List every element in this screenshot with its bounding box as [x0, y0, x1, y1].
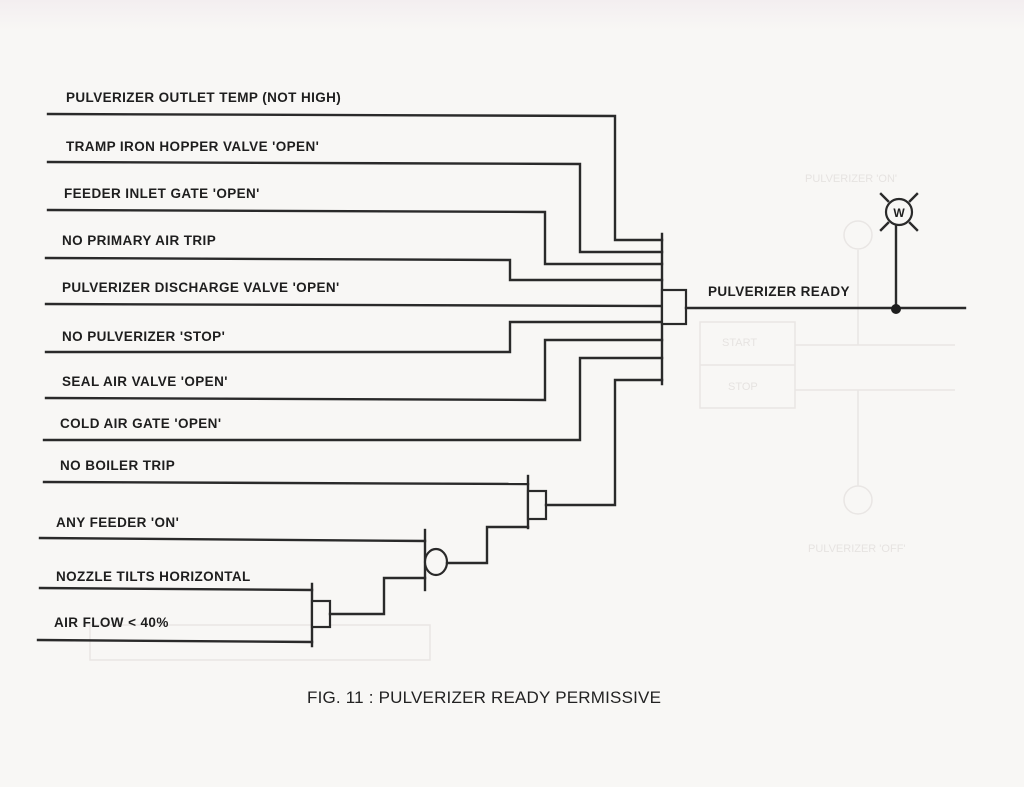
signal-line [46, 112, 664, 242]
figure-caption: FIG. 11 : PULVERIZER READY PERMISSIVE [307, 688, 661, 707]
input-signal-lines [36, 112, 664, 644]
input-label: TRAMP IRON HOPPER VALVE 'OPEN' [66, 139, 319, 154]
indicator-lamp-icon: W [879, 192, 919, 232]
svg-text:STOP: STOP [728, 381, 758, 393]
signal-line [46, 160, 664, 254]
input-label: NO BOILER TRIP [60, 458, 175, 473]
and-gate-nozzle-airflow [310, 576, 427, 648]
input-label: NO PRIMARY AIR TRIP [62, 233, 216, 248]
and-gate-boiler-trip [526, 378, 664, 530]
svg-text:PULVERIZER 'ON': PULVERIZER 'ON' [805, 173, 897, 185]
svg-text:PULVERIZER 'OFF': PULVERIZER 'OFF' [808, 543, 906, 555]
input-label: FEEDER INLET GATE 'OPEN' [64, 186, 260, 201]
input-labels: PULVERIZER OUTLET TEMP (NOT HIGH) TRAMP … [54, 90, 341, 630]
signal-line [42, 480, 530, 486]
lamp-letter: W [893, 206, 905, 220]
input-label: COLD AIR GATE 'OPEN' [60, 416, 221, 431]
output-label: PULVERIZER READY [708, 284, 850, 299]
input-label: SEAL AIR VALVE 'OPEN' [62, 374, 228, 389]
or-gate-feeder [423, 525, 530, 592]
signal-line [44, 302, 664, 308]
signal-line [38, 536, 427, 543]
input-label: NO PULVERIZER 'STOP' [62, 329, 225, 344]
input-label: PULVERIZER DISCHARGE VALVE 'OPEN' [62, 280, 340, 295]
input-label: ANY FEEDER 'ON' [56, 515, 179, 530]
signal-line [46, 208, 664, 266]
input-label: AIR FLOW < 40% [54, 615, 169, 630]
signal-line [44, 256, 664, 282]
main-and-gate [660, 232, 688, 386]
signal-line [36, 638, 314, 644]
show-through-background: START STOP PULVERIZER 'ON' PULVERIZER 'O… [89, 173, 955, 661]
input-label: NOZZLE TILTS HORIZONTAL [56, 569, 251, 584]
svg-text:START: START [722, 337, 757, 349]
output-line: PULVERIZER READY [684, 224, 967, 314]
input-label: PULVERIZER OUTLET TEMP (NOT HIGH) [66, 90, 341, 105]
junction-dot [891, 304, 901, 314]
signal-line [44, 338, 664, 402]
signal-line [38, 586, 314, 592]
signal-line [44, 320, 664, 354]
signal-line [42, 356, 664, 442]
